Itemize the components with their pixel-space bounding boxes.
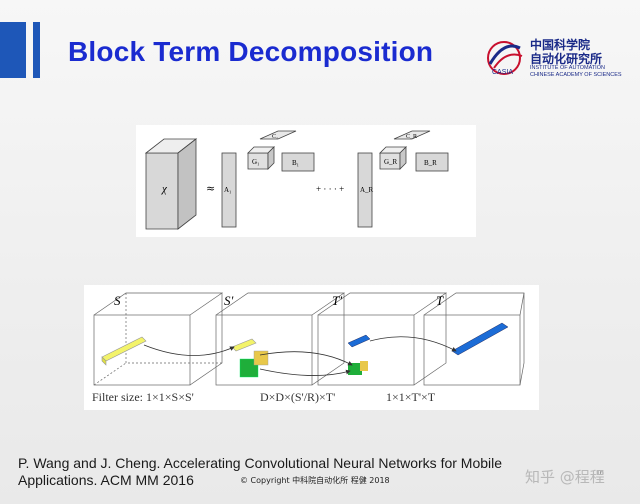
arrow-s-prime-to-t-prime-b: [259, 368, 351, 376]
stage-t-box: [423, 292, 525, 386]
factor-br-label: B_R: [424, 159, 437, 167]
output-yellow: [360, 361, 368, 371]
filter-label-3: 1×1×T'×T: [386, 390, 436, 404]
tensor-x-cube: [144, 138, 198, 230]
approx-symbol: ≈: [206, 182, 215, 195]
stage-t-prime-box: [317, 292, 448, 386]
core-g1-label: Ǥ₁: [252, 158, 260, 166]
plus-ellipsis: + · · · +: [316, 184, 344, 194]
title-accent-bar: [0, 22, 26, 78]
feature-bar-t: [451, 322, 509, 356]
logo-english-name: INSTITUTE OF AUTOMATION CHINESE ACADEMY …: [530, 65, 622, 78]
feature-bar-s: [101, 336, 147, 366]
core-gr-label: Ǥ_R: [384, 158, 398, 166]
stage-t-prime-label: T': [332, 293, 342, 308]
core-gr-cube: [379, 146, 407, 170]
title-accent-bar-thin: [33, 22, 40, 78]
stage-s-box: [93, 292, 224, 386]
stage-s-prime-box: [215, 292, 346, 386]
factor-a1-label: A₁: [224, 186, 232, 194]
core-g1-cube: [247, 146, 275, 170]
stage-s-prime-label: S': [224, 293, 234, 308]
stage-t-label: T: [436, 293, 444, 308]
factor-a1: [221, 152, 237, 228]
page-number: 16: [596, 470, 604, 477]
conv-pipeline-svg: S S' T' T: [92, 292, 525, 404]
logo-chinese-name: 中国科学院 自动化研究所: [530, 38, 603, 66]
btd-diagram: χ ≈ A₁ Ǥ₁ C₁ B₁ + · · · + A_R Ǥ_R C_R B_…: [136, 125, 476, 237]
btd-diagram-svg: χ ≈ A₁ Ǥ₁ C₁ B₁ + · · · + A_R Ǥ_R C_R B_…: [144, 130, 449, 230]
factor-ar: [357, 152, 373, 228]
grouped-conv-yellow: [253, 350, 269, 366]
feature-bar-s-prime: [231, 338, 257, 352]
conv-pipeline-figure: S S' T' T: [84, 285, 539, 410]
feature-bar-t-prime: [347, 334, 371, 348]
factor-c1-label: C₁: [272, 134, 278, 140]
copyright-notice: © Copyright 中科院自动化所 程健 2018: [240, 476, 390, 485]
factor-b1: [281, 152, 315, 172]
casia-seal-icon: CASIA: [487, 41, 523, 76]
factor-b1-label: B₁: [292, 159, 299, 167]
arrow-t-prime-to-t: [369, 336, 457, 352]
arrow-s-to-s-prime: [143, 344, 235, 356]
slide-title: Block Term Decomposition: [68, 36, 434, 67]
zhihu-watermark: 知乎 @程程: [525, 468, 605, 486]
reference-citation: P. Wang and J. Cheng. Accelerating Convo…: [18, 455, 503, 488]
casia-seal-text: CASIA: [492, 69, 513, 76]
factor-ar-label: A_R: [360, 186, 374, 194]
factor-br: [415, 152, 449, 172]
factor-cr-label: C_R: [406, 134, 417, 140]
casia-logo: CASIA 中国科学院 自动化研究所 INSTITUTE OF AUTOMATI…: [484, 34, 634, 82]
filter-label-2: D×D×(S'/R)×T': [260, 390, 335, 404]
factor-cr: [393, 130, 431, 140]
tensor-x-label: χ: [161, 183, 168, 195]
arrow-s-prime-to-t-prime-a: [259, 351, 353, 366]
factor-c1: [259, 130, 297, 140]
output-green: [348, 363, 362, 375]
grouped-conv-green: [239, 358, 259, 378]
filter-label-1: Filter size: 1×1×S×S': [92, 390, 194, 404]
stage-s-label: S: [114, 293, 121, 308]
